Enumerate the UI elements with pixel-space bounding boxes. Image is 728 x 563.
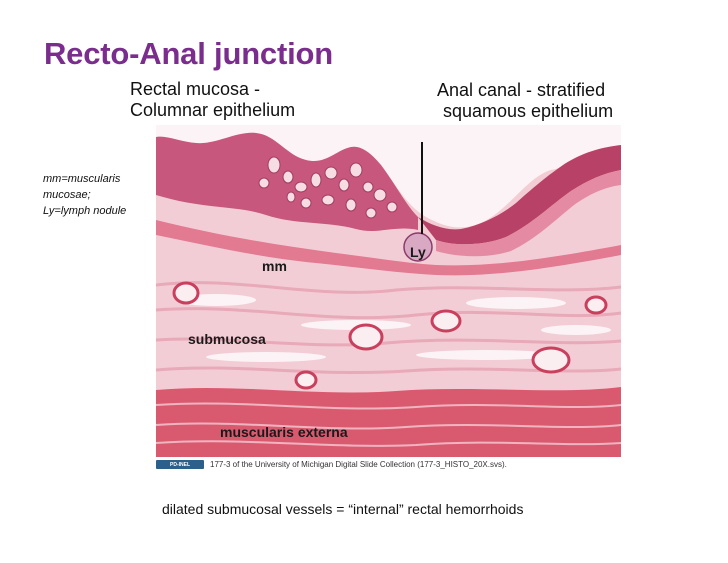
legend-line3: Ly=lymph nodule: [43, 205, 127, 217]
slide-caption: dilated submucosal vessels = “internal” …: [162, 501, 524, 517]
legend-line1: mm=muscularis: [43, 173, 121, 185]
legend-line2: mucosae;: [43, 189, 91, 201]
anal-canal-label: Anal canal - stratified squamous epithel…: [437, 80, 613, 122]
histology-micrograph: [156, 125, 621, 457]
slide-title: Recto-Anal junction: [44, 36, 333, 71]
submucosa-label: submucosa: [188, 331, 266, 347]
rectal-label-line2: Columnar epithelium: [130, 100, 296, 120]
rectal-mucosa-label: Rectal mucosa - Columnar epithelium: [130, 79, 295, 121]
credit-text: 177-3 of the University of Michigan Digi…: [210, 460, 507, 469]
image-credit: PD-INEL 177-3 of the University of Michi…: [156, 458, 507, 471]
abbreviation-legend: mm=muscularis mucosae; Ly=lymph nodule: [43, 171, 126, 219]
ly-pointer-line: [421, 142, 423, 234]
rectal-label-line1: Rectal mucosa -: [130, 79, 261, 99]
muscularis-mucosae-label: mm: [262, 258, 287, 274]
public-domain-badge: PD-INEL: [156, 460, 204, 469]
anal-label-line1: Anal canal - stratified: [437, 80, 606, 100]
anal-label-line2: squamous epithelium: [443, 101, 614, 121]
lymph-nodule-label: Ly: [410, 244, 426, 260]
muscularis-externa-label: muscularis externa: [220, 424, 348, 440]
